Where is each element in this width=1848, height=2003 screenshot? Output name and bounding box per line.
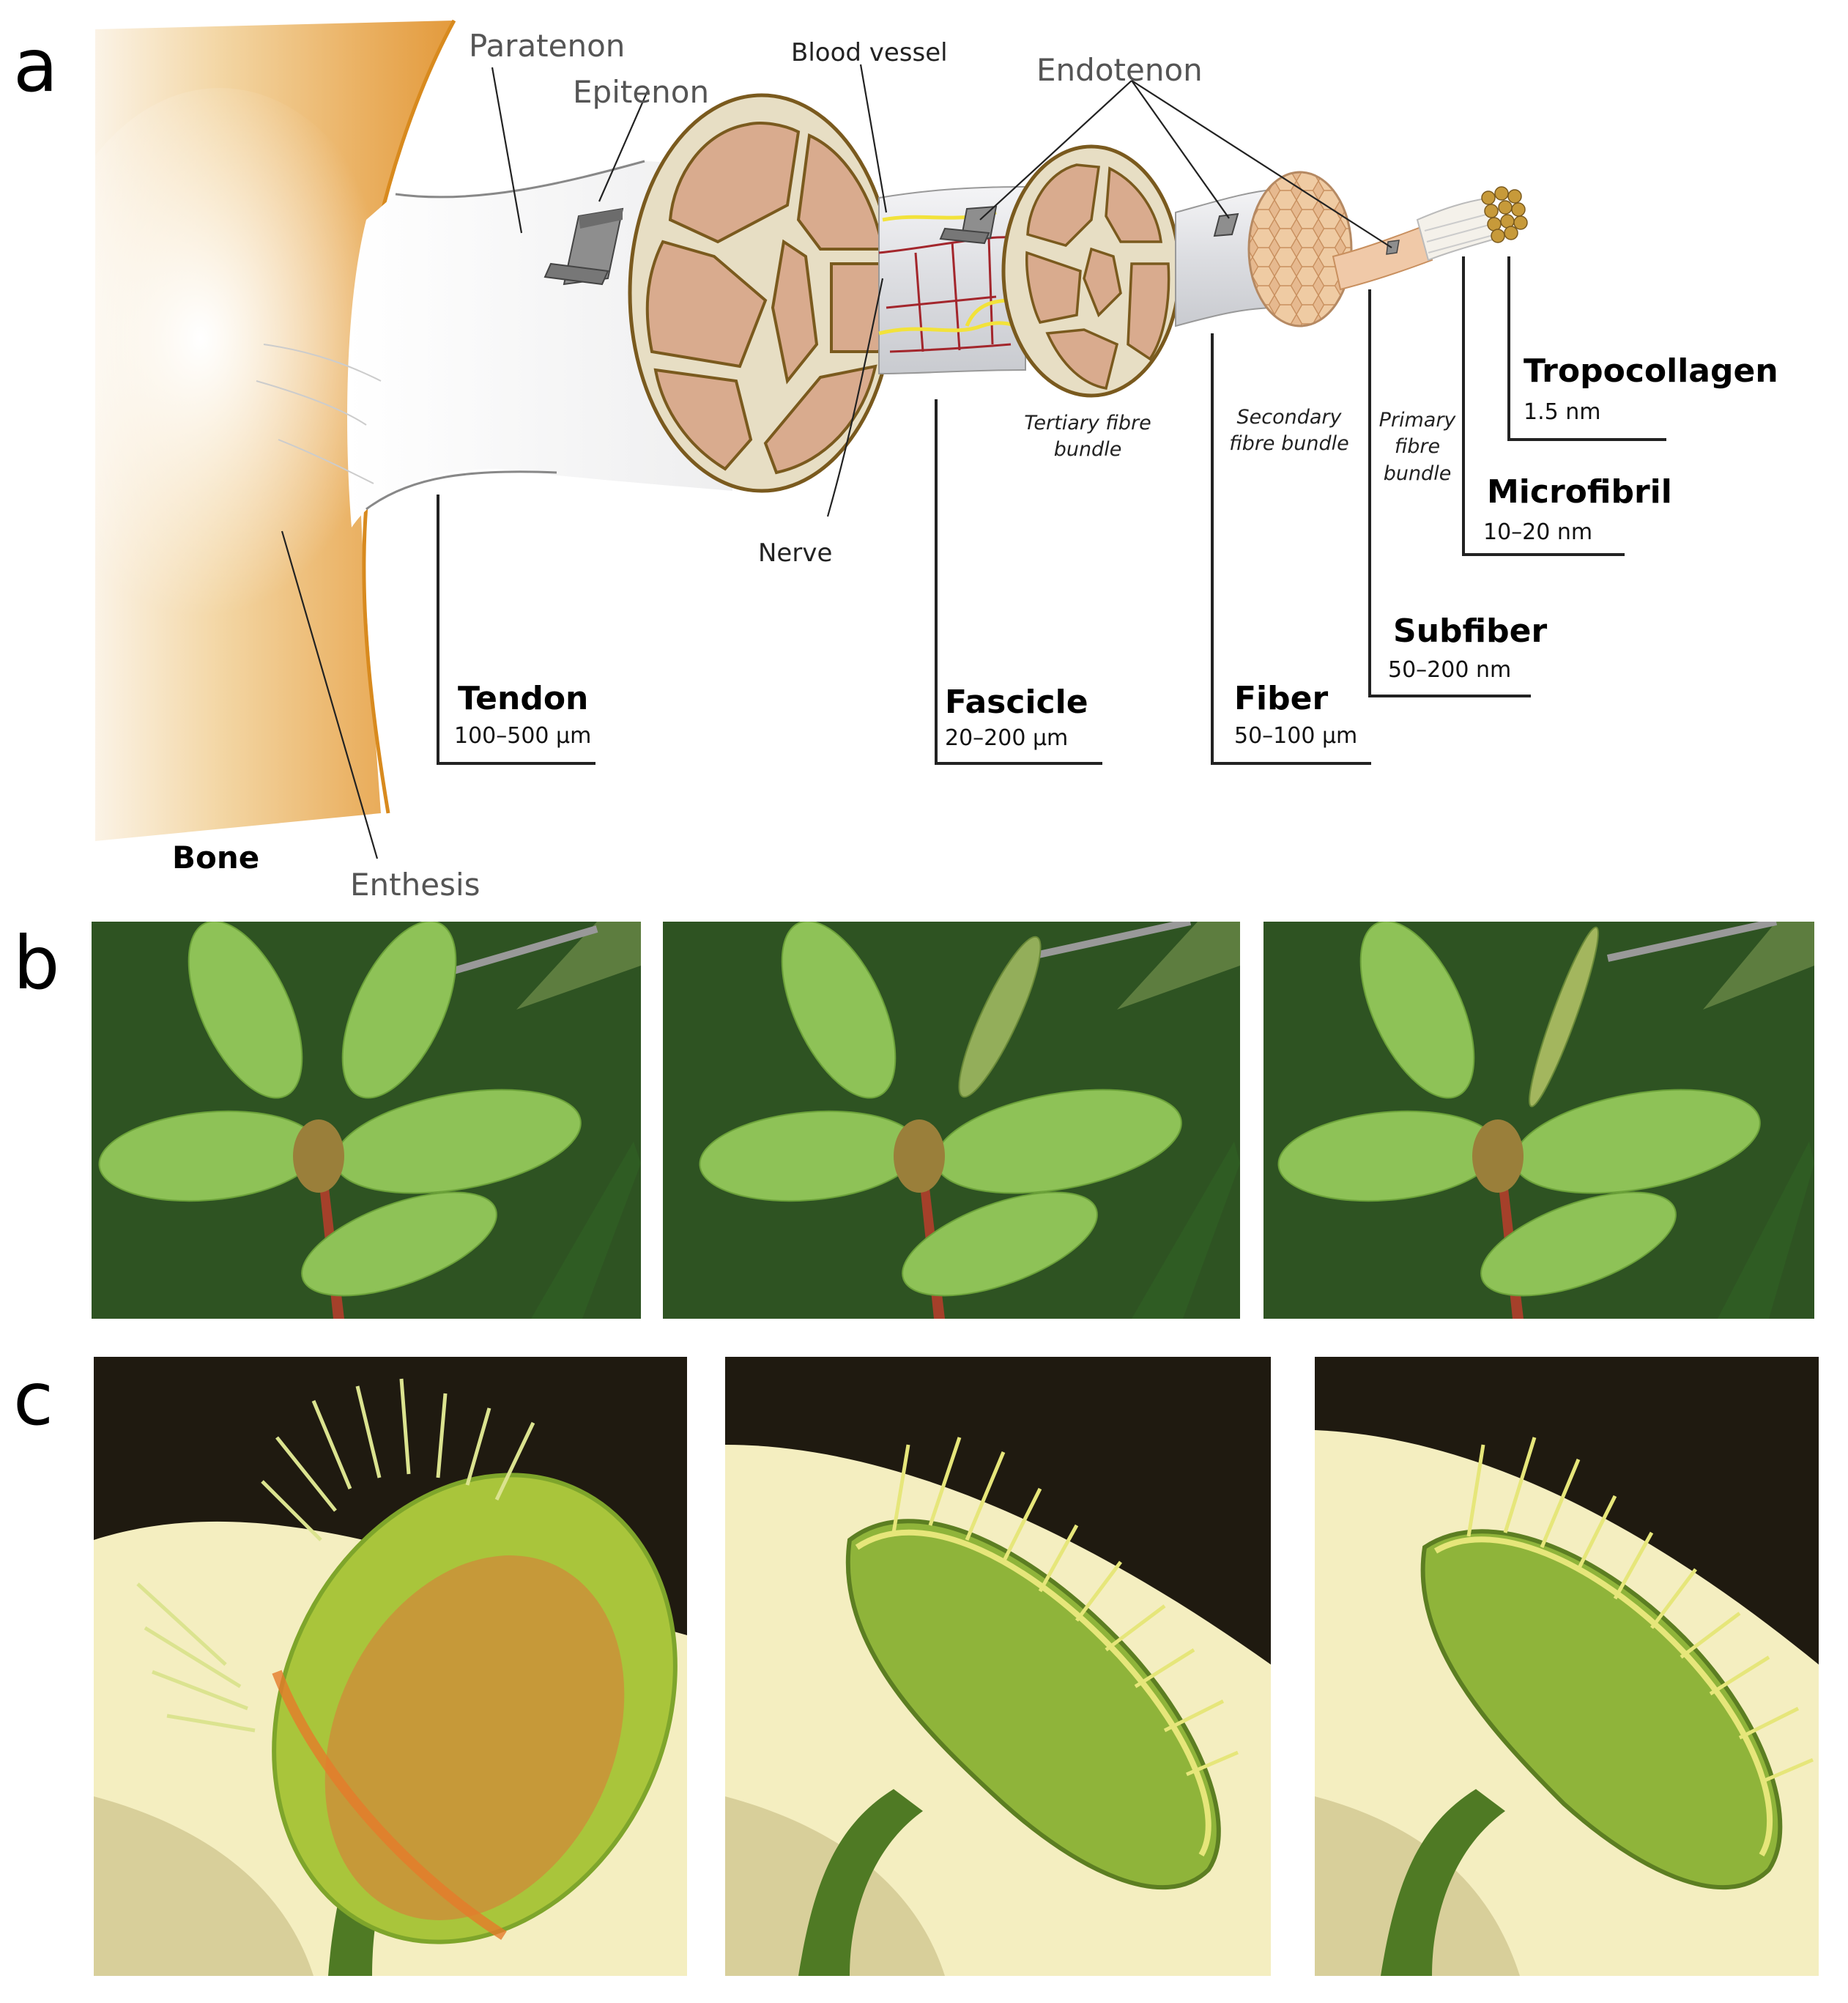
panel-label-a: a — [13, 23, 59, 108]
subfiber-rod — [1332, 226, 1433, 291]
scale-name-fascicle: Fascicle — [945, 684, 1088, 721]
mimosa-photo-folded — [1263, 922, 1814, 1319]
epitenon-flap — [543, 207, 624, 286]
scale-name-tropocollagen: Tropocollagen — [1524, 352, 1778, 390]
label-nerve: Nerve — [758, 538, 833, 568]
scale-range-fascicle: 20–200 μm — [945, 725, 1069, 751]
flytrap-photo-closed — [1315, 1357, 1819, 1976]
tendon-hierarchy-diagram — [29, 19, 1666, 859]
scale-range-tropocollagen: 1.5 nm — [1524, 399, 1601, 425]
bone-shape — [29, 19, 456, 841]
endotenon-flap — [939, 205, 998, 245]
callout-lines — [281, 64, 1392, 859]
label-paratenon: Paratenon — [469, 28, 626, 64]
scale-name-tendon: Tendon — [458, 680, 589, 717]
mimosa-photo-open — [92, 922, 641, 1319]
scale-name-fiber: Fiber — [1234, 680, 1329, 717]
scale-range-subfiber: 50–200 nm — [1388, 657, 1512, 683]
panel-label-c: c — [13, 1356, 53, 1442]
flytrap-photo-closing — [725, 1357, 1271, 1976]
scale-range-fiber: 50–100 μm — [1234, 723, 1358, 749]
scale-name-subfiber: Subfiber — [1393, 612, 1548, 650]
tendon-cross-section — [628, 93, 896, 493]
panel-label-b: b — [13, 920, 60, 1006]
label-endotenon: Endotenon — [1036, 52, 1203, 88]
scale-range-microfibril: 10–20 nm — [1483, 519, 1593, 545]
scale-brackets — [437, 256, 1666, 765]
tropocollagen-bundle — [1481, 186, 1528, 243]
fascicle-cross-section — [1001, 144, 1181, 398]
label-bone: Bone — [172, 840, 260, 875]
flytrap-photo-open — [94, 1357, 687, 1976]
scale-range-tendon: 100–500 μm — [454, 723, 592, 749]
scale-name-microfibril: Microfibril — [1487, 473, 1672, 511]
label-tertiary-bundle: Tertiary fibre bundle — [1024, 412, 1151, 462]
label-epitenon: Epitenon — [573, 74, 710, 110]
label-secondary-bundle: Secondary fibre bundle — [1229, 406, 1349, 456]
label-enthesis: Enthesis — [350, 867, 480, 903]
label-blood-vessel: Blood vessel — [791, 38, 948, 67]
mimosa-photo-folding — [663, 922, 1240, 1319]
label-primary-bundle: Primary fibre bundle — [1378, 409, 1456, 485]
fiber-cross-section — [1247, 171, 1353, 327]
